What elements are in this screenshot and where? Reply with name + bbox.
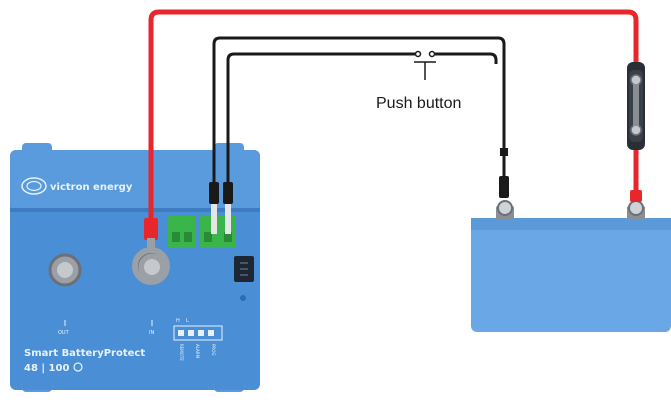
- remote-connector: H L REMOTE ALARM PROG: [173, 318, 223, 361]
- status-led: [240, 295, 246, 301]
- push-button-symbol: [414, 50, 436, 80]
- in-label: IN: [149, 330, 154, 336]
- connector-prog-label: PROG: [211, 344, 216, 355]
- device-top-panel: [10, 150, 260, 210]
- connector-alarm-label: ALARM: [195, 344, 200, 359]
- device-brand: victron energy: [50, 182, 133, 193]
- positive-wire: [132, 9, 642, 285]
- battery-lid: [471, 218, 671, 230]
- fuse-holder: [627, 62, 645, 150]
- status-display: [234, 256, 254, 282]
- victron-logo-icon: [21, 177, 47, 195]
- green-terminal-block-left: [168, 216, 196, 248]
- connector-remote-label: REMOTE: [179, 344, 184, 361]
- red-cable-lug: [144, 218, 158, 240]
- connector-h-label: H: [176, 318, 180, 324]
- control-wires: [209, 36, 509, 234]
- bluetooth-icon: [73, 362, 83, 372]
- battery: [471, 200, 671, 332]
- push-button-label: Push button: [376, 95, 461, 112]
- out-label: OUT: [58, 330, 70, 336]
- model-name: Smart BatteryProtect: [24, 348, 145, 359]
- connector-l-label: L: [186, 318, 189, 324]
- battery-body: [471, 218, 671, 332]
- out-terminal-bolt: [48, 253, 82, 287]
- model-rating: 48 | 100: [24, 363, 69, 374]
